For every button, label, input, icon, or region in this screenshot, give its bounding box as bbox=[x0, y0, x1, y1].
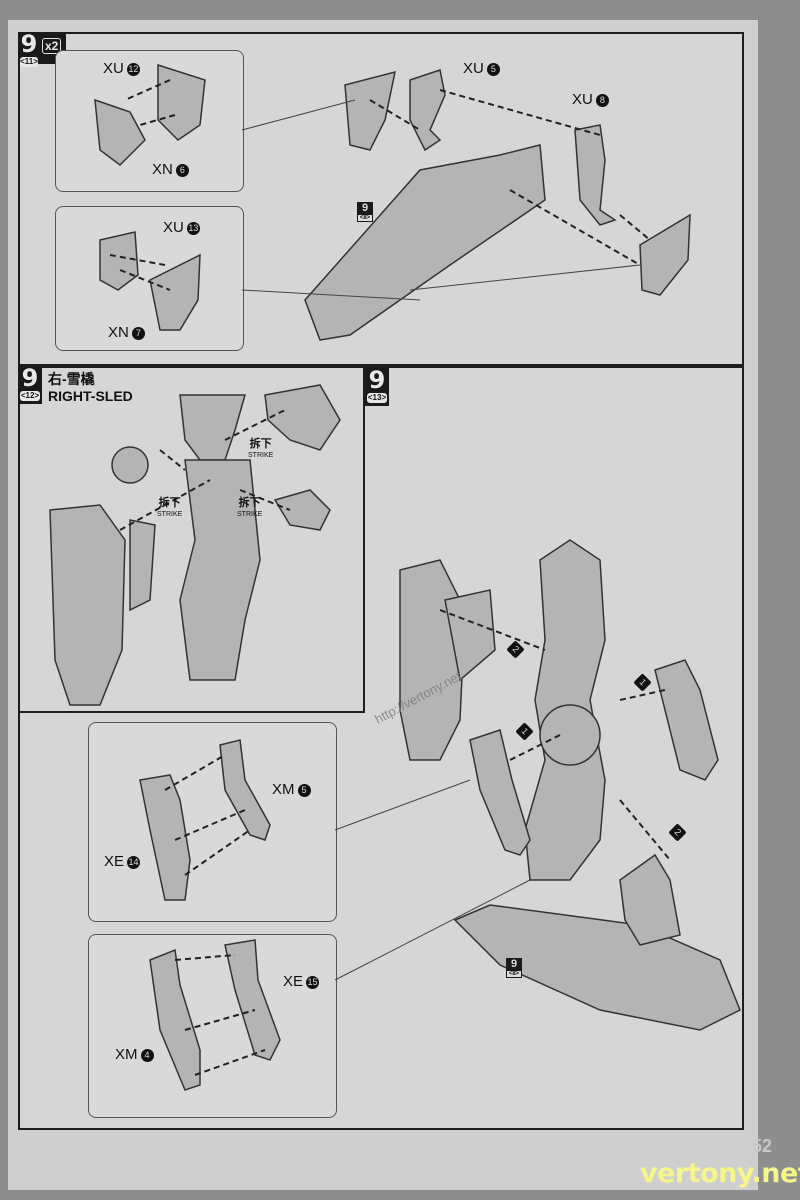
leg-lower bbox=[179, 459, 261, 681]
part-xu13 bbox=[99, 231, 139, 291]
ref-number: 9 bbox=[510, 958, 518, 970]
part-code: XU bbox=[103, 60, 124, 77]
order-diamond: 2 bbox=[506, 639, 525, 659]
part-code: XU bbox=[572, 91, 593, 108]
sled-body bbox=[304, 144, 546, 341]
ref-tag: 9<8> bbox=[357, 202, 373, 222]
ref-sub: <8> bbox=[507, 971, 521, 977]
step-sub: <11> bbox=[20, 57, 38, 67]
part-xn6 bbox=[94, 98, 146, 166]
ref-tag: 9<8> bbox=[506, 958, 522, 978]
order-diamond: 2 bbox=[668, 822, 687, 842]
ref-number: 9 bbox=[361, 202, 369, 214]
order-diamond: 1 bbox=[633, 672, 652, 692]
part-number-circle: 7 bbox=[131, 326, 145, 340]
step-sub: <12> bbox=[20, 391, 40, 401]
strike-en: STRIKE bbox=[157, 511, 183, 518]
ref-sub: <8> bbox=[358, 215, 372, 221]
part-left-arm bbox=[469, 729, 531, 856]
part-number-circle: 12 bbox=[126, 62, 140, 76]
sled-clamp bbox=[619, 853, 681, 946]
part-number-circle: 14 bbox=[127, 855, 141, 869]
strike-en: STRIKE bbox=[237, 511, 263, 518]
part-xm5 bbox=[219, 739, 271, 841]
step-number: 9 bbox=[20, 30, 38, 58]
part-xm4 bbox=[149, 948, 201, 1091]
strike-cn: 拆下 bbox=[238, 497, 261, 509]
strike-cn: 拆下 bbox=[249, 438, 272, 450]
part-code: XE bbox=[104, 853, 125, 870]
part-number-circle: 6 bbox=[175, 163, 189, 177]
part-number-circle: 5 bbox=[297, 783, 311, 797]
page-number: 52 bbox=[752, 1136, 773, 1156]
sled-base bbox=[453, 904, 741, 1031]
step-number: 9 bbox=[368, 366, 386, 394]
strike-label: 拆下 STRIKE bbox=[237, 497, 262, 521]
step-title-en: RIGHT-SLED bbox=[48, 388, 133, 404]
callout-xu12 bbox=[55, 50, 244, 192]
site-watermark: vertony.net bbox=[640, 1158, 800, 1189]
part-code: XN bbox=[152, 161, 173, 178]
part-knee-cap-right bbox=[273, 489, 331, 531]
part-shield bbox=[49, 504, 126, 706]
part-right-arm bbox=[654, 659, 719, 781]
part-number-circle: 5 bbox=[486, 62, 500, 76]
part-large-shield bbox=[399, 559, 466, 761]
order-marker-1: 1 bbox=[515, 721, 534, 741]
part-shield-joint bbox=[129, 519, 156, 612]
part-number-circle: 4 bbox=[140, 1048, 154, 1062]
strike-en: STRIKE bbox=[248, 452, 274, 459]
order-marker-2: 2 bbox=[506, 639, 525, 659]
multiplier-badge: x2 bbox=[42, 38, 62, 54]
order-marker-2: 2 bbox=[668, 822, 687, 842]
part-shield-arm bbox=[444, 589, 496, 682]
strike-label: 拆下 STRIKE bbox=[157, 497, 182, 521]
step-number: 9 bbox=[21, 364, 39, 392]
callout-xm5 bbox=[88, 722, 337, 922]
callout-xe15 bbox=[88, 934, 337, 1118]
part-knee-cap-top bbox=[264, 384, 341, 451]
part-code: XN bbox=[108, 324, 129, 341]
order-marker-1: 1 bbox=[633, 672, 652, 692]
callout-xu13 bbox=[55, 206, 244, 351]
part-knee-cap-left bbox=[111, 446, 149, 484]
part-number-circle: 15 bbox=[306, 975, 320, 989]
strike-cn: 拆下 bbox=[158, 497, 181, 509]
part-number-circle: 13 bbox=[186, 221, 200, 235]
part-code: XE bbox=[283, 973, 304, 990]
step-sub: <13> bbox=[367, 393, 387, 403]
part-code: XM bbox=[115, 1046, 138, 1063]
part-xe14 bbox=[139, 774, 191, 901]
part-xu12 bbox=[157, 63, 206, 141]
strike-label: 拆下 STRIKE bbox=[248, 438, 273, 462]
part-front-fin bbox=[344, 70, 396, 151]
step-badge-13: 9 <13> bbox=[365, 368, 389, 406]
step-badge-right-sled: 9 <12> bbox=[18, 366, 42, 404]
part-code: XU bbox=[163, 219, 184, 236]
part-xn7 bbox=[149, 253, 201, 331]
knee-joint bbox=[539, 704, 601, 766]
part-number-circle: 8 bbox=[595, 93, 609, 107]
part-rear-fin bbox=[639, 213, 691, 296]
part-code: XM bbox=[272, 781, 295, 798]
order-diamond: 1 bbox=[515, 721, 534, 741]
part-code: XU bbox=[463, 60, 484, 77]
part-xu5 bbox=[409, 69, 446, 152]
step-title-cn: 右-雪橇 bbox=[48, 371, 95, 387]
leg-upper bbox=[179, 394, 246, 461]
part-xe15 bbox=[224, 939, 281, 1061]
part-xu8 bbox=[574, 124, 617, 226]
